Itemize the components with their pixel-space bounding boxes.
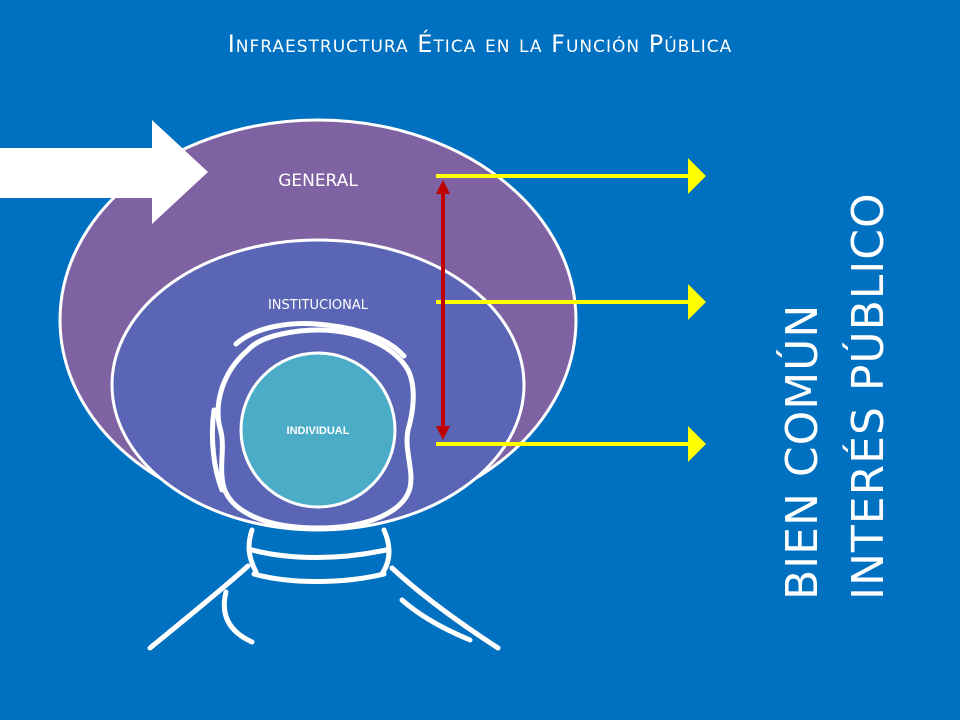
yellow-arrow-institucional-icon bbox=[436, 284, 706, 320]
red-double-arrow-icon bbox=[436, 180, 450, 440]
outcome-line-1: BIEN COMÚN bbox=[777, 303, 828, 600]
yellow-arrow-general-icon bbox=[436, 158, 706, 194]
outcome-text: BIEN COMÚN INTERÉS PÚBLICO bbox=[770, 192, 902, 600]
outcome-line-2: INTERÉS PÚBLICO bbox=[843, 192, 894, 600]
head-sketch-icon bbox=[147, 321, 501, 651]
input-arrow-icon bbox=[0, 120, 208, 224]
individual-label: INDIVIDUAL bbox=[287, 425, 350, 437]
yellow-arrow-individual-icon bbox=[436, 426, 706, 462]
institucional-label: INSTITUCIONAL bbox=[268, 298, 369, 313]
individual-circle bbox=[239, 351, 397, 509]
slide-title: Infraestructura Ética en la Función Públ… bbox=[227, 30, 733, 58]
general-label: GENERAL bbox=[278, 171, 358, 191]
